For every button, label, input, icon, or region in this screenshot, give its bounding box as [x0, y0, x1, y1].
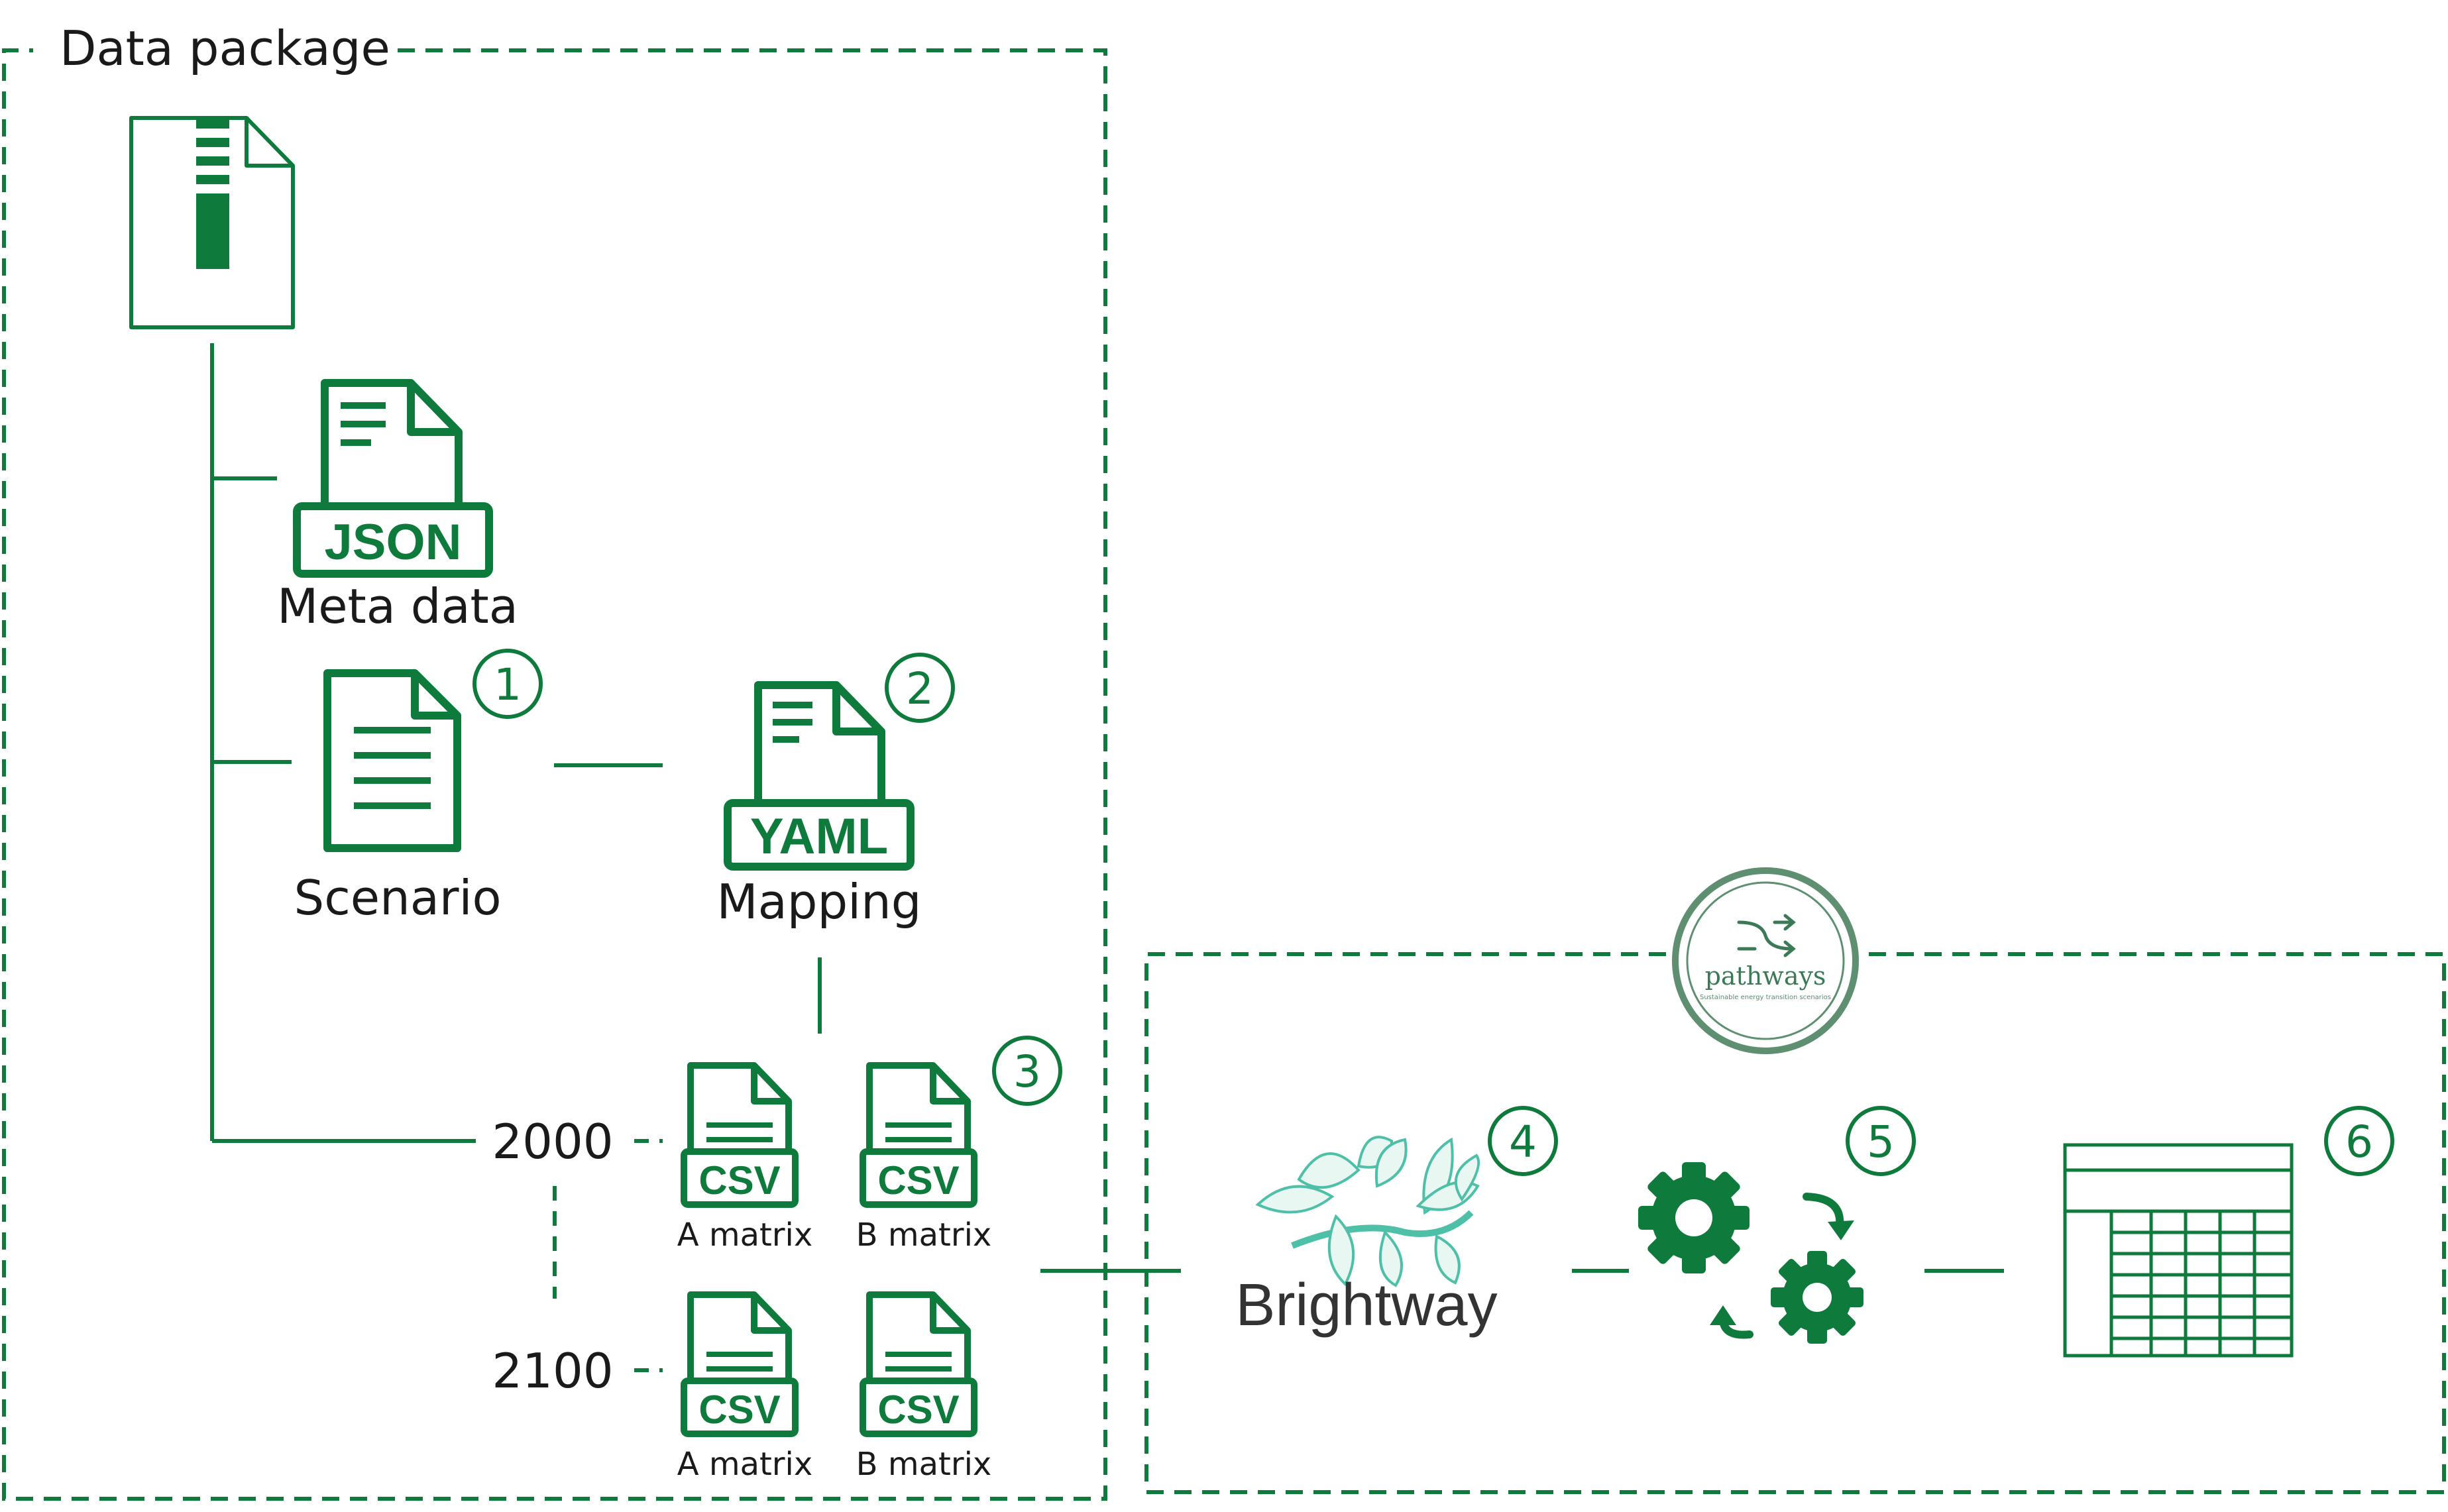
svg-text:2: 2 [906, 663, 934, 714]
pathways-logo-text: pathways [1705, 961, 1826, 991]
a-matrix-label-2100: A matrix [677, 1446, 813, 1483]
shuffle-icon [1737, 914, 1796, 957]
json-badge: JSON [325, 514, 462, 570]
step-badge-4: 4 [1488, 1106, 1558, 1176]
svg-text:CSV: CSV [698, 1158, 780, 1203]
pathways-logo-subtitle: Sustainable energy transition scenarios [1700, 994, 1831, 1001]
data-package-frame [2, 48, 1107, 1501]
mapping-label: Mapping [717, 874, 922, 930]
svg-text:6: 6 [2345, 1116, 2373, 1167]
svg-text:CSV: CSV [877, 1158, 959, 1203]
year-2000: 2000 [492, 1114, 613, 1169]
a-matrix-label-2000: A matrix [677, 1216, 813, 1254]
step-badge-6: 6 [2324, 1106, 2394, 1176]
step-badge-5: 5 [1846, 1106, 1916, 1176]
svg-text:CSV: CSV [698, 1387, 780, 1432]
b-matrix-label-2000: B matrix [856, 1216, 992, 1254]
pathways-logo: pathways Sustainable energy transition s… [1672, 867, 1859, 1054]
gears-icon [1638, 1162, 1864, 1344]
data-package-title: Data package [60, 21, 390, 76]
step-badge-2: 2 [885, 653, 955, 723]
svg-text:1: 1 [494, 659, 522, 710]
tree-connectors [210, 343, 822, 1143]
csv-file-icon-b-2100: CSV [860, 1291, 977, 1437]
year-connectors [553, 1139, 663, 1372]
csv-file-icon-b-2000: CSV [860, 1062, 977, 1208]
scenario-label: Scenario [294, 870, 502, 926]
svg-text:5: 5 [1867, 1116, 1895, 1167]
document-icon [323, 669, 461, 852]
metadata-label: Meta data [277, 578, 518, 634]
svg-text:3: 3 [1013, 1046, 1041, 1097]
step-badge-1: 1 [473, 649, 543, 719]
pathways-frame [1144, 952, 2446, 1494]
svg-text:CSV: CSV [877, 1387, 959, 1432]
zip-file-icon [129, 116, 295, 329]
yaml-badge: YAML [750, 808, 888, 865]
svg-text:4: 4 [1509, 1116, 1537, 1167]
csv-file-icon-a-2000: CSV [681, 1062, 799, 1208]
yaml-file-icon: YAML [724, 681, 915, 871]
json-file-icon: JSON [293, 379, 493, 578]
brightway-leaves-icon [1255, 1136, 1480, 1287]
csv-file-icon-a-2100: CSV [681, 1291, 799, 1437]
b-matrix-label-2100: B matrix [856, 1446, 992, 1483]
year-2100: 2100 [492, 1343, 613, 1399]
brightway-label: Brightway [1235, 1272, 1497, 1338]
step-badge-3: 3 [992, 1036, 1062, 1106]
table-icon [2063, 1143, 2294, 1358]
